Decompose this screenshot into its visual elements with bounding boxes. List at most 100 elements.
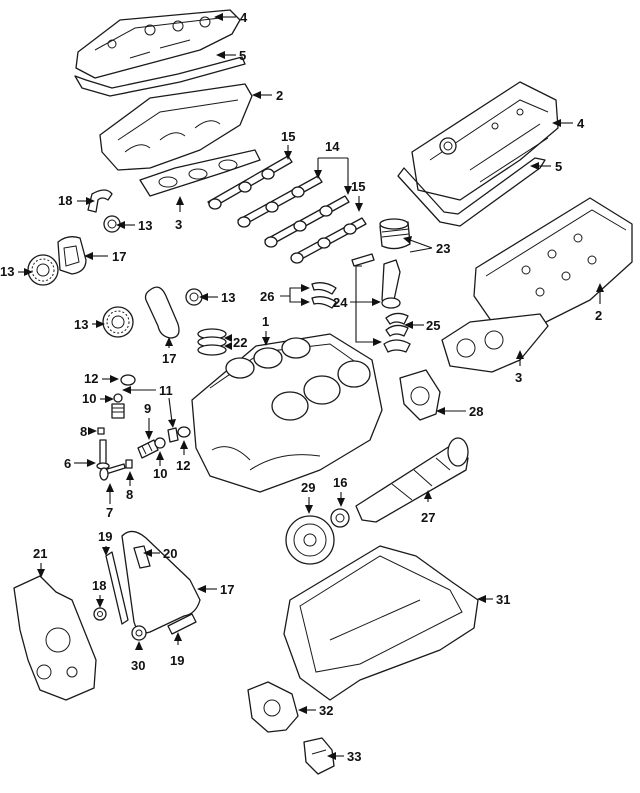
svg-text:20: 20	[163, 546, 177, 561]
head-gasket-right	[441, 313, 549, 373]
seal-13a	[103, 215, 121, 233]
svg-text:6: 6	[64, 456, 71, 471]
callout-26: 26	[260, 284, 310, 306]
svg-text:13: 13	[221, 290, 235, 305]
camshaft-upper-rear	[237, 175, 323, 228]
svg-text:1: 1	[262, 314, 269, 329]
callout-4-top-left: 4	[214, 10, 248, 25]
piston-23	[379, 218, 411, 250]
callout-1: 1	[262, 314, 270, 346]
valve-7	[99, 463, 126, 481]
callout-23: 23	[403, 236, 450, 256]
callout-16: 16	[333, 475, 347, 507]
svg-text:31: 31	[496, 592, 510, 607]
svg-text:11: 11	[159, 383, 173, 398]
svg-text:5: 5	[239, 48, 246, 63]
rod-bearings-26	[311, 282, 337, 309]
valve-cover-gasket-left	[74, 56, 246, 97]
callout-15-mid: 15	[351, 179, 365, 212]
callout-28: 28	[436, 404, 483, 419]
callout-7: 7	[106, 483, 114, 520]
connecting-rod-24	[381, 259, 401, 309]
callout-5-right: 5	[530, 159, 562, 174]
callout-13-d: 13	[74, 317, 105, 332]
cam-gear-left	[27, 254, 59, 286]
cap-12a	[120, 374, 136, 386]
callout-17-bottom: 17	[197, 582, 234, 597]
svg-text:4: 4	[577, 116, 585, 131]
bolt-18b	[93, 607, 107, 621]
callout-13-c: 13	[199, 290, 235, 305]
callout-10-mid: 10	[153, 451, 167, 481]
svg-text:30: 30	[131, 658, 145, 673]
svg-text:26: 26	[260, 289, 274, 304]
callout-33: 33	[327, 749, 361, 764]
tensioner-20	[133, 545, 151, 569]
callout-9: 9	[144, 401, 153, 440]
rod-cap-25	[383, 312, 411, 353]
callout-12-mid: 12	[176, 440, 190, 473]
hose-18	[87, 189, 113, 213]
seal-16	[330, 508, 350, 528]
callout-21: 21	[33, 546, 47, 578]
svg-text:24: 24	[333, 295, 348, 310]
svg-text:21: 21	[33, 546, 47, 561]
svg-text:2: 2	[276, 88, 283, 103]
callout-11: 11	[122, 383, 176, 428]
svg-text:19: 19	[98, 529, 112, 544]
svg-text:3: 3	[515, 370, 522, 385]
oil-pump-32	[247, 681, 299, 733]
svg-text:13: 13	[74, 317, 88, 332]
svg-text:27: 27	[421, 510, 435, 525]
svg-text:28: 28	[469, 404, 483, 419]
svg-text:19: 19	[170, 653, 184, 668]
callout-2-top-left: 2	[252, 88, 283, 103]
callout-8-top: 8	[80, 424, 97, 439]
svg-text:16: 16	[333, 475, 347, 490]
svg-text:17: 17	[112, 249, 126, 264]
callout-32: 32	[298, 703, 333, 718]
callout-30: 30	[131, 641, 145, 673]
svg-text:25: 25	[426, 318, 440, 333]
svg-text:2: 2	[595, 308, 602, 323]
svg-text:15: 15	[351, 179, 365, 194]
chain-guide-19b	[167, 613, 197, 635]
svg-text:15: 15	[281, 129, 295, 144]
timing-cover-21	[13, 575, 97, 701]
callout-27: 27	[421, 490, 435, 525]
intake-gasket-left	[139, 149, 261, 197]
callout-19-bottom: 19	[170, 632, 184, 668]
valve-cover-left	[75, 9, 241, 79]
svg-text:13: 13	[138, 218, 152, 233]
oil-pickup-33	[303, 737, 335, 775]
callout-29: 29	[301, 480, 315, 514]
callout-20: 20	[143, 546, 177, 561]
callout-5-top-left: 5	[216, 48, 246, 63]
pulley-29	[285, 515, 335, 565]
svg-text:8: 8	[126, 487, 133, 502]
svg-text:5: 5	[555, 159, 562, 174]
callout-19-top: 19	[98, 529, 112, 556]
svg-text:12: 12	[176, 458, 190, 473]
callout-3-top: 3	[175, 196, 184, 232]
cam-gear-13d	[102, 306, 134, 338]
callout-25: 25	[404, 318, 440, 333]
sprocket-30	[131, 625, 147, 641]
svg-text:9: 9	[144, 401, 151, 416]
callout-14: 14	[314, 139, 352, 195]
svg-text:32: 32	[319, 703, 333, 718]
svg-text:12: 12	[84, 371, 98, 386]
callout-13-a: 13	[116, 218, 152, 233]
callout-6: 6	[64, 456, 96, 471]
chain-guide-19a	[105, 551, 129, 625]
oil-pan-31	[283, 545, 479, 701]
callout-17-top: 17	[84, 249, 126, 264]
callout-24: 24	[333, 265, 382, 346]
valve-6	[96, 439, 110, 470]
camshaft-upper-front	[207, 155, 293, 210]
rear-seal-28	[399, 369, 441, 421]
spring-9b	[137, 439, 159, 459]
callout-22: 22	[224, 334, 247, 350]
cylinder-head-right	[473, 197, 633, 331]
